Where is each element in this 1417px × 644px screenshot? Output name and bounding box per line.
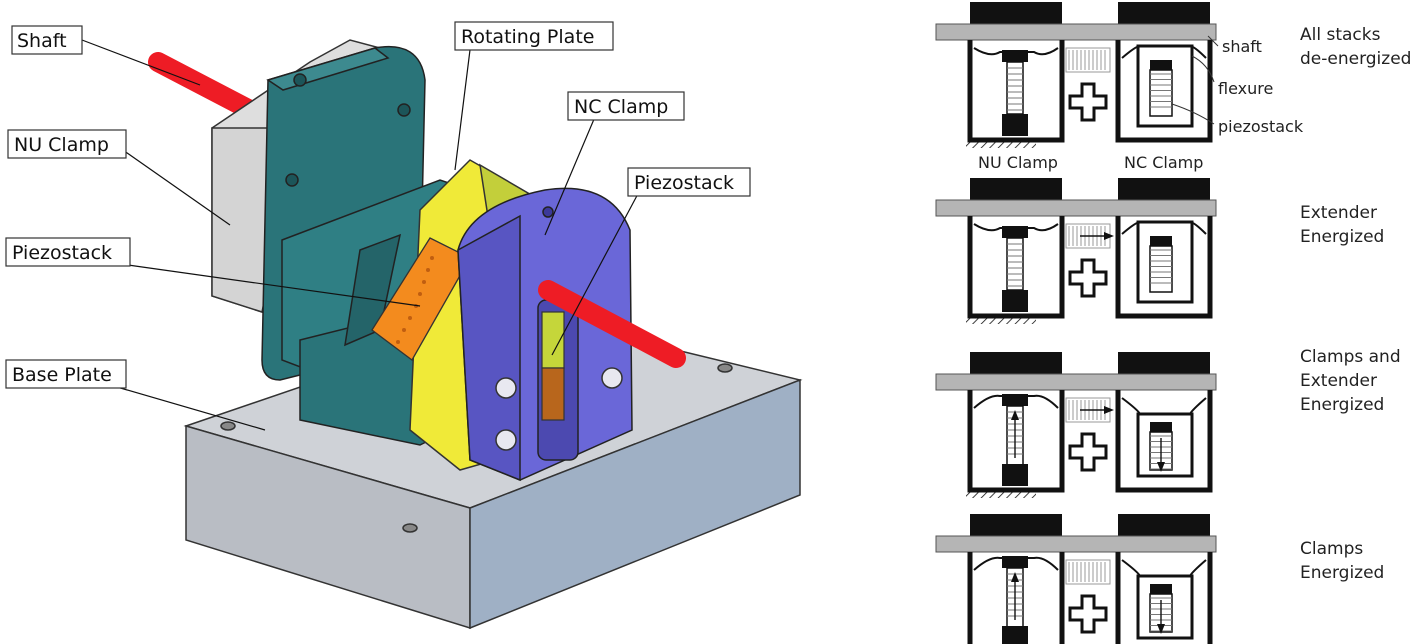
piezostack-right-part xyxy=(541,311,565,421)
label-nu-clamp: NU Clamp xyxy=(14,134,109,156)
leader-lines xyxy=(81,39,641,431)
label-schematic-shaft: shaft xyxy=(1222,37,1262,56)
nc-flexure xyxy=(1121,559,1207,577)
shaft-bar xyxy=(935,373,1217,391)
nu-stack-base xyxy=(1002,464,1028,486)
nu-clamp-top xyxy=(970,514,1062,536)
state-3-description-3: Energized xyxy=(1300,395,1384,415)
nu-clamp-top xyxy=(970,2,1062,24)
state-2-description-1: Extender xyxy=(1300,203,1377,223)
shaft-bar xyxy=(935,535,1217,553)
nc-clamp-frame xyxy=(1115,216,1213,319)
nc-stack-cap xyxy=(1150,584,1172,594)
schematic-part-labels: shaft flexure piezostack NU Clamp NC Clamp xyxy=(978,35,1304,172)
state-3-description-1: Clamps and xyxy=(1300,347,1401,367)
nu-piezostack xyxy=(1006,61,1024,115)
schematic-sequence: All stacksde-energizedExtenderEnergizedC… xyxy=(935,2,1411,644)
callout-nc-clamp: NC Clamp xyxy=(567,91,685,121)
shaft-front xyxy=(538,280,686,368)
callout-piezostack-right: Piezostack xyxy=(627,167,751,197)
state-4-description-2: Energized xyxy=(1300,563,1384,583)
nc-clamp-frame xyxy=(1115,40,1213,143)
nc-clamp-top xyxy=(1118,352,1210,374)
label-shaft: Shaft xyxy=(17,30,67,52)
ground-hatch xyxy=(966,492,1036,498)
state-2-description-2: Energized xyxy=(1300,227,1384,247)
nc-clamp-top xyxy=(1118,178,1210,200)
shaft-bar xyxy=(935,23,1217,41)
label-schematic-piezostack: piezostack xyxy=(1218,117,1304,136)
ground-hatch xyxy=(966,142,1036,148)
nc-piezostack xyxy=(1149,69,1173,117)
nu-clamp-frame xyxy=(967,40,1065,143)
nu-clamp-frame xyxy=(967,552,1065,644)
nc-clamp-frame xyxy=(1115,552,1213,644)
assembly-drawing: Shaft Rotating Plate NU Clamp NC Clamp P… xyxy=(5,21,803,630)
nc-piezostack xyxy=(1149,245,1173,293)
nc-stack-cap xyxy=(1150,60,1172,70)
nu-stack-cap xyxy=(1002,226,1028,238)
nc-clamp-top xyxy=(1118,514,1210,536)
callout-rotating-plate: Rotating Plate xyxy=(454,21,614,51)
label-piezostack-left: Piezostack xyxy=(12,242,112,264)
label-piezostack-right: Piezostack xyxy=(634,172,734,194)
nc-clamp-top xyxy=(1118,2,1210,24)
nu-clamp-top xyxy=(970,352,1062,374)
label-schematic-nc-clamp: NC Clamp xyxy=(1124,153,1203,172)
ground-hatch xyxy=(966,318,1036,324)
label-nc-clamp: NC Clamp xyxy=(574,96,668,118)
state-1-description-1: All stacks xyxy=(1300,25,1381,45)
nc-clamp-frame xyxy=(1115,390,1213,493)
nc-flexure xyxy=(1121,397,1207,415)
cross-flexure xyxy=(1068,258,1108,298)
nu-stack-base xyxy=(1002,290,1028,312)
label-schematic-flexure: flexure xyxy=(1218,79,1273,98)
label-base-plate: Base Plate xyxy=(12,364,112,386)
nu-stack-base xyxy=(1002,626,1028,644)
nu-stack-base xyxy=(1002,114,1028,136)
state-3-description-2: Extender xyxy=(1300,371,1377,391)
label-rotating-plate: Rotating Plate xyxy=(461,26,594,48)
state-panel-1: All stacks de-energized xyxy=(935,2,1411,148)
state-1-description-2: de-energized xyxy=(1300,49,1411,69)
nc-stack-cap xyxy=(1150,422,1172,432)
state-4-description-1: Clamps xyxy=(1300,539,1363,559)
cross-flexure xyxy=(1068,594,1108,634)
cross-flexure xyxy=(1068,82,1108,122)
nu-stack-cap xyxy=(1002,394,1028,406)
nu-clamp-frame xyxy=(967,216,1065,319)
shaft-bar xyxy=(935,199,1217,217)
cross-flexure xyxy=(1068,432,1108,472)
nu-stack-cap xyxy=(1002,556,1028,568)
nu-piezostack xyxy=(1006,237,1024,291)
label-schematic-nu-clamp: NU Clamp xyxy=(978,153,1058,172)
callout-shaft: Shaft xyxy=(11,25,83,55)
nu-clamp-top xyxy=(970,178,1062,200)
nu-clamp-frame xyxy=(967,390,1065,493)
callout-base-plate: Base Plate xyxy=(5,359,127,389)
nc-stack-cap xyxy=(1150,236,1172,246)
nu-stack-cap xyxy=(1002,50,1028,62)
callout-piezostack-left: Piezostack xyxy=(5,237,131,267)
callout-nu-clamp: NU Clamp xyxy=(7,129,127,159)
